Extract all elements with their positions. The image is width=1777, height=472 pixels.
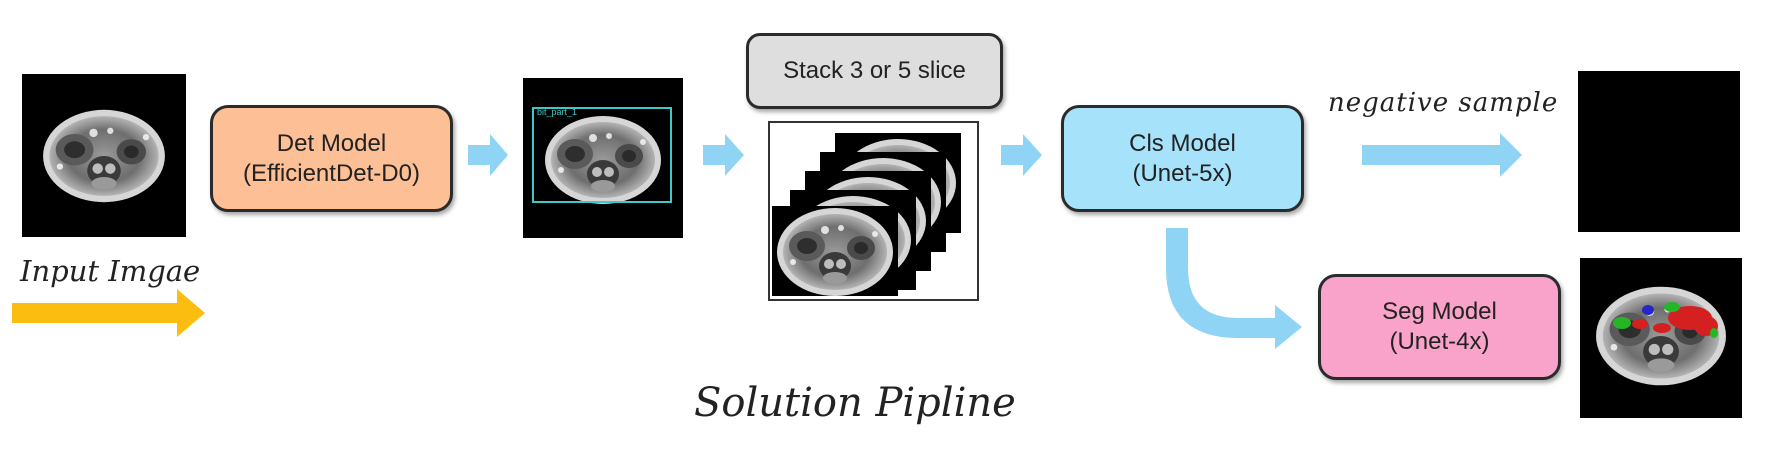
arrow-detected-to-stack	[703, 134, 744, 176]
negative-output-panel	[1578, 71, 1740, 232]
arrow-det-to-detected	[468, 134, 508, 176]
segmentation-masks	[1613, 302, 1718, 338]
cls-model-box: Cls Model (Unet-5x)	[1061, 105, 1304, 212]
seg-model-arch: (Unet-4x)	[1389, 328, 1490, 355]
stacked-slice-1	[772, 206, 898, 296]
segmentation-mri-image	[1596, 286, 1726, 386]
cls-model-arch: (Unet-5x)	[1132, 159, 1233, 187]
arrow-stack-to-cls	[1001, 134, 1042, 176]
diagram-title: Solution Pipline	[694, 380, 1016, 426]
det-model-box: Det Model (EfficientDet-D0)	[210, 105, 453, 212]
seg-model-box: Seg Model (Unet-4x)	[1318, 274, 1561, 380]
detected-mri-image	[545, 116, 661, 204]
detection-bounding-box	[532, 107, 672, 203]
input-mri-image	[43, 109, 165, 203]
seg-model-name: Seg Model	[1382, 298, 1497, 325]
arrow-cls-to-negative	[1362, 133, 1522, 177]
detection-box-label: bit_part_1	[537, 107, 577, 117]
cls-model-name: Cls Model	[1129, 129, 1236, 157]
input-arrow	[12, 289, 205, 337]
negative-sample-label: negative sample	[1328, 88, 1559, 118]
input-image-label: Input Imgae	[20, 254, 201, 288]
det-model-name: Det Model	[276, 129, 387, 157]
arrow-cls-to-seg	[1166, 228, 1302, 349]
det-model-arch: (EfficientDet-D0)	[243, 159, 420, 187]
stack-slice-box: Stack 3 or 5 slice	[746, 33, 1003, 109]
stack-slice-label: Stack 3 or 5 slice	[783, 57, 966, 84]
